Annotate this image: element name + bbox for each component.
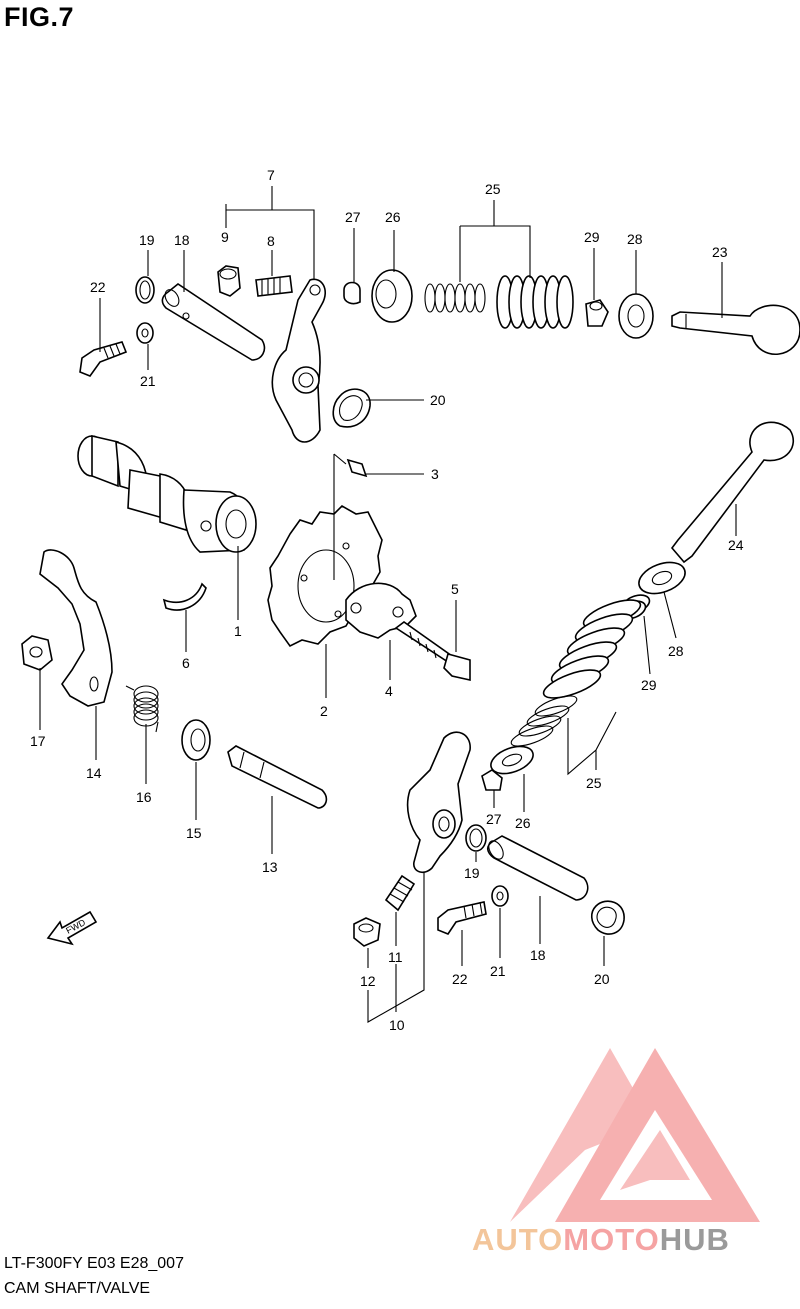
callout-27b: 27 <box>486 811 502 827</box>
spring-retainer-upper <box>371 269 413 323</box>
bolt-upper <box>79 341 128 377</box>
watermark-logo-icon <box>510 1048 760 1222</box>
callout-labels: 7 9 8 19 18 22 21 27 26 25 29 28 23 20 3… <box>30 167 744 1033</box>
model-code: LT-F300FY E03 E28_007 <box>4 1255 184 1272</box>
fwd-arrow-icon: FWD <box>46 910 98 946</box>
decomp-lever <box>39 549 113 707</box>
bolt-lower <box>437 901 487 935</box>
lower-rocker-arm <box>406 731 471 874</box>
o-ring-upper <box>135 276 155 304</box>
valve-stem-seal-upper <box>585 299 609 327</box>
leader-lines <box>39 186 737 1023</box>
camshaft <box>77 434 257 553</box>
callout-27: 27 <box>345 209 361 225</box>
callout-4: 4 <box>385 683 393 699</box>
callout-2: 2 <box>320 703 328 719</box>
valve-springs-lower <box>510 599 642 747</box>
gasket-upper <box>332 388 371 428</box>
section-name: CAM SHAFT/VALVE <box>4 1280 151 1297</box>
valve-upper <box>671 304 800 355</box>
valve-springs-upper <box>424 275 574 329</box>
callout-23: 23 <box>712 244 728 260</box>
adjust-screw-upper <box>255 275 293 297</box>
callout-25: 25 <box>485 181 501 197</box>
callout-1: 1 <box>234 623 242 639</box>
callout-21b: 21 <box>490 963 506 979</box>
callout-15: 15 <box>186 825 202 841</box>
brand-auto: AUTO <box>472 1222 564 1257</box>
spring-seat-upper <box>618 293 654 339</box>
callout-18: 18 <box>174 232 190 248</box>
callout-26b: 26 <box>515 815 531 831</box>
callout-9: 9 <box>221 229 229 245</box>
sprocket-plate <box>345 582 417 639</box>
figure-title: FIG.7 <box>4 2 75 32</box>
washer-lower <box>491 885 509 907</box>
callout-26: 26 <box>385 209 401 225</box>
callout-12: 12 <box>360 973 376 989</box>
callout-25b: 25 <box>586 775 602 791</box>
decomp-shaft <box>227 745 328 809</box>
callout-10: 10 <box>389 1017 405 1033</box>
callout-16: 16 <box>136 789 152 805</box>
brand-hub: HUB <box>659 1222 730 1257</box>
callout-28: 28 <box>627 231 643 247</box>
callout-19: 19 <box>139 232 155 248</box>
spring-retainer-lower <box>490 745 534 775</box>
spring-seat-lower <box>638 561 686 595</box>
watermark-brand-text: AUTOMOTOHUB <box>472 1222 730 1258</box>
o-ring-lower <box>465 824 487 852</box>
upper-rocker-arm <box>271 278 326 443</box>
rocker-shaft-upper <box>161 283 266 361</box>
callout-20b: 20 <box>594 971 610 987</box>
decomp-bushing <box>181 719 211 761</box>
cotter-upper <box>343 281 361 305</box>
callout-24: 24 <box>728 537 744 553</box>
clip <box>162 582 207 611</box>
adjust-nut-upper <box>217 265 241 297</box>
callout-7: 7 <box>267 167 275 183</box>
rocker-shaft-lower <box>486 835 589 901</box>
valve-lower <box>670 421 795 564</box>
adjust-screw-lower <box>384 874 416 912</box>
callout-28b: 28 <box>668 643 684 659</box>
callout-22: 22 <box>90 279 106 295</box>
callout-6: 6 <box>182 655 190 671</box>
callout-22b: 22 <box>452 971 468 987</box>
callout-3: 3 <box>431 466 439 482</box>
callout-11: 11 <box>388 949 403 965</box>
callout-29: 29 <box>584 229 600 245</box>
callout-20: 20 <box>430 392 446 408</box>
callout-8: 8 <box>267 233 275 249</box>
cotter-lower <box>481 769 503 791</box>
callout-21: 21 <box>140 373 156 389</box>
callout-5: 5 <box>451 581 459 597</box>
callout-18b: 18 <box>530 947 546 963</box>
washer-upper <box>136 322 154 344</box>
brand-moto: MOTO <box>563 1222 660 1257</box>
callout-14: 14 <box>86 765 102 781</box>
callout-29b: 29 <box>641 677 657 693</box>
callout-19b: 19 <box>464 865 480 881</box>
callout-17: 17 <box>30 733 46 749</box>
decomp-spring <box>125 685 159 733</box>
adjust-nut-lower <box>353 917 381 947</box>
sprocket-bolt <box>394 621 471 681</box>
dowel-pin <box>346 458 368 478</box>
decomp-nut <box>21 635 53 671</box>
callout-13: 13 <box>262 859 278 875</box>
